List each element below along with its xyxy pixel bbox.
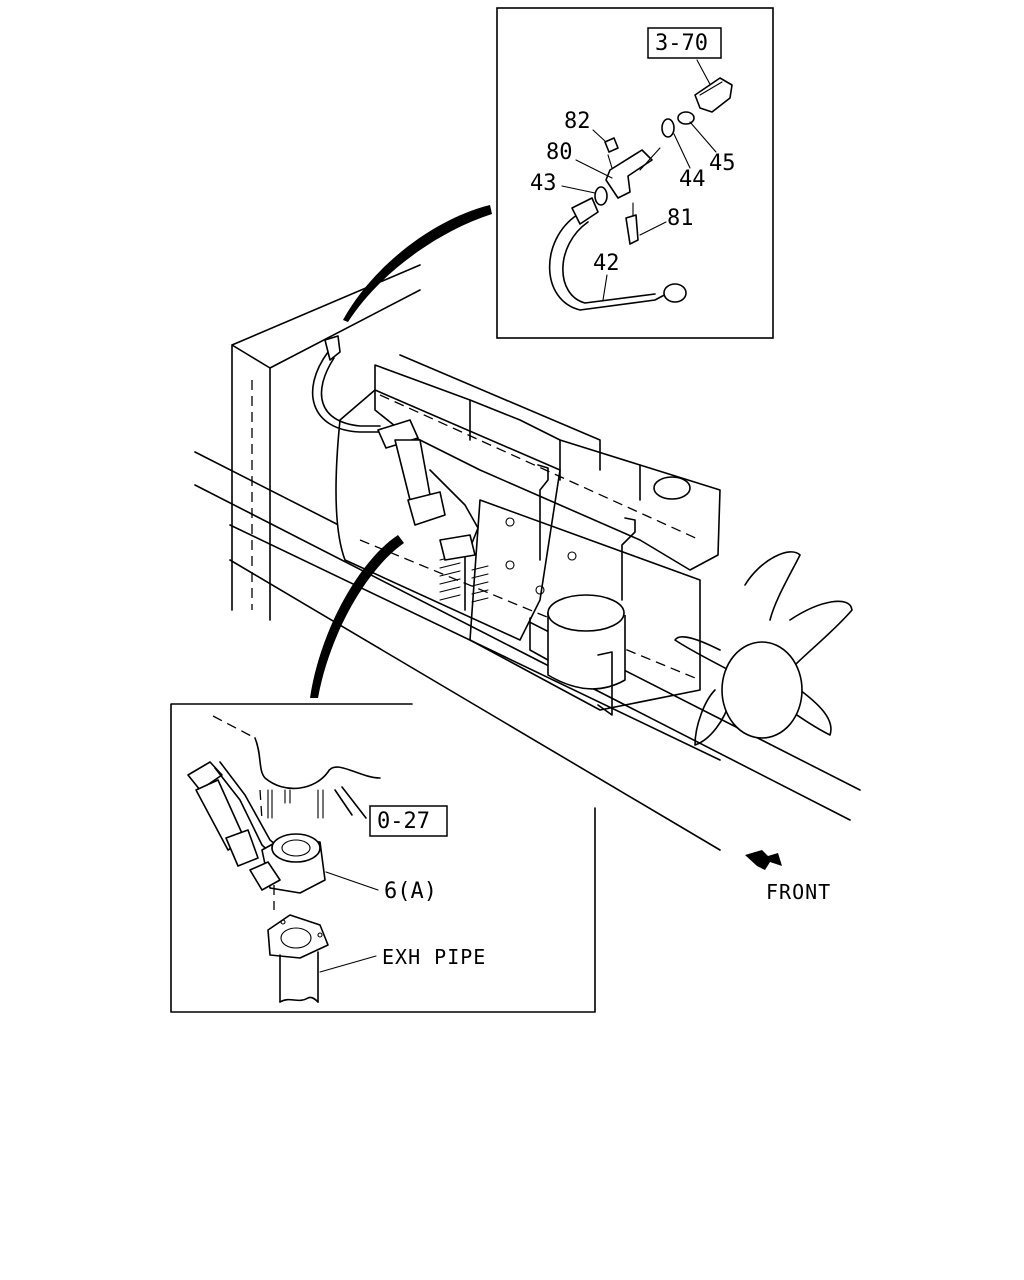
callout-43: 43 [530,171,557,196]
callout-80: 80 [546,140,573,165]
callout-44: 44 [679,167,706,192]
part-label-6a: 6(A) [384,879,437,904]
engine-main-view [194,264,861,851]
front-arrow-icon [745,850,782,870]
ref-box-0-27-text: 0-27 [377,809,430,834]
callout-82: 82 [564,109,591,134]
detail-bottom: 0-27 6(A) EXH PIPE [170,703,596,1013]
radiator-fan [674,551,853,746]
front-label: FRONT [766,880,831,904]
ref-box-3-70[interactable] [647,27,722,59]
ref-box-3-70-text: 3-70 [655,31,708,56]
callout-81: 81 [667,206,694,231]
ref-box-0-27[interactable] [369,805,448,837]
leader-top-detail [343,205,492,322]
detail-top: 3-70 82 80 43 44 45 81 [496,7,774,339]
front-indicator: FRONT [745,850,831,904]
leader-bottom-detail [310,535,404,698]
callout-45: 45 [709,151,736,176]
exh-pipe-label: EXH PIPE [382,945,486,969]
callout-42: 42 [593,251,620,276]
